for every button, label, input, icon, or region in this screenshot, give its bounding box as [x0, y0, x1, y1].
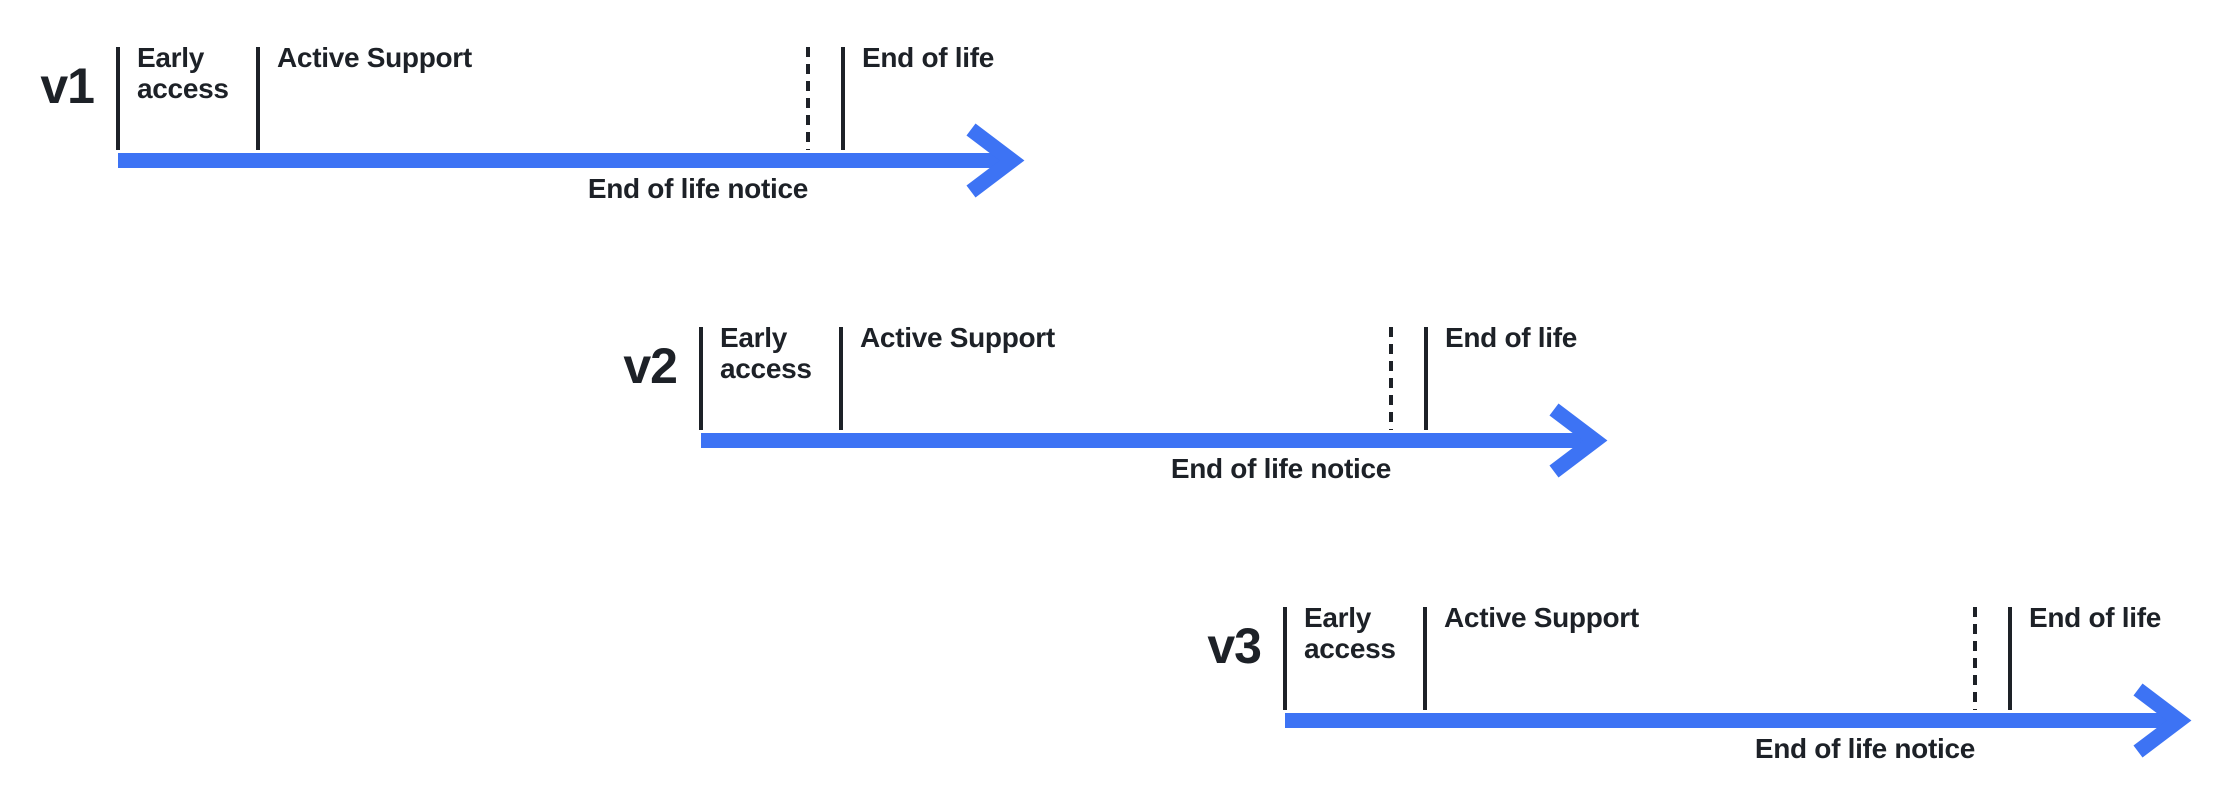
timeline-arrowhead-icon [966, 123, 1025, 198]
eol-notice-label: End of life notice [587, 173, 808, 204]
active-support-label: Active Support [860, 322, 1055, 353]
active-support-label: Active Support [1444, 602, 1639, 633]
active-support-start-tick [839, 327, 843, 430]
active-support-start-tick [256, 47, 260, 150]
early-access-label: Early access [1304, 602, 1396, 664]
eol-notice-marker-dashed-line [1973, 607, 1977, 710]
early-access-start-tick [1283, 607, 1287, 710]
timeline-arrow [118, 123, 1025, 198]
end-of-life-tick [1424, 327, 1428, 430]
early-access-label: Early access [137, 42, 229, 104]
version-label: v3 [1207, 618, 1262, 674]
active-support-start-tick [1423, 607, 1427, 710]
end-of-life-label: End of life [862, 42, 995, 73]
active-support-label: Active Support [277, 42, 472, 73]
early-access-start-tick [116, 47, 120, 150]
timeline-arrow [1285, 683, 2192, 758]
version-label: v2 [623, 338, 678, 394]
eol-notice-label: End of life notice [1754, 733, 1975, 764]
end-of-life-tick [2008, 607, 2012, 710]
early-access-start-tick [699, 327, 703, 430]
eol-notice-marker-dashed-line [1389, 327, 1393, 430]
eol-notice-marker-dashed-line [806, 47, 810, 150]
timeline-arrowhead-icon [2133, 683, 2192, 758]
version-label: v1 [40, 58, 95, 114]
timeline-v1: v1 Early access Active Support End of li… [0, 0, 1036, 240]
timeline-arrowhead-icon [1549, 403, 1608, 478]
eol-notice-label: End of life notice [1170, 453, 1391, 484]
end-of-life-tick [841, 47, 845, 150]
end-of-life-label: End of life [2029, 602, 2162, 633]
timeline-arrow [701, 403, 1608, 478]
timeline-v3: v3 Early access Active Support End of li… [1167, 560, 2203, 800]
end-of-life-label: End of life [1445, 322, 1578, 353]
early-access-label: Early access [720, 322, 812, 384]
timeline-v2: v2 Early access Active Support End of li… [583, 280, 1619, 520]
